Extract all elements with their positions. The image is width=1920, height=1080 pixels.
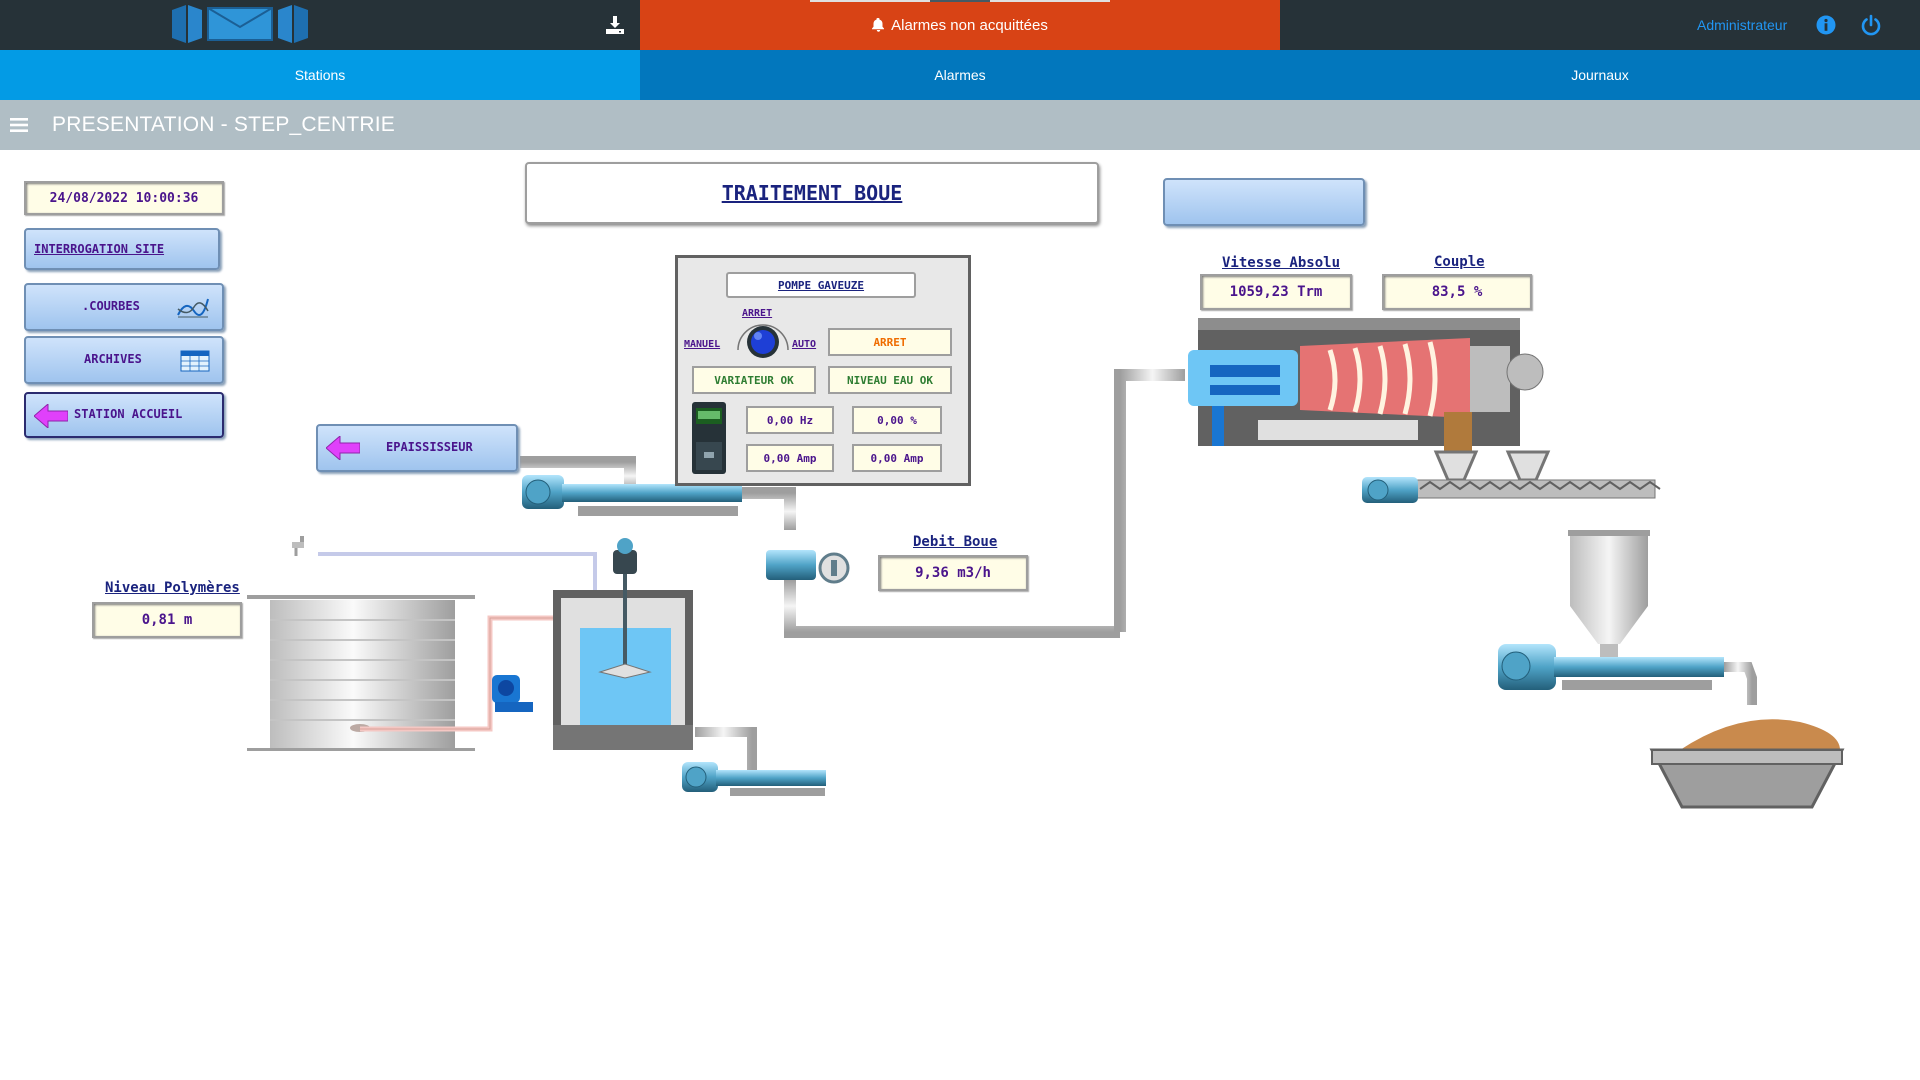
arrow-left-icon xyxy=(34,404,68,428)
pump-gaveuze-panel: POMPE GAVEUZE ARRET MANUEL AUTO ARRET VA… xyxy=(675,255,971,486)
courbes-button[interactable]: .COURBES xyxy=(24,283,224,331)
frequency-display: 0,00 Hz xyxy=(746,406,834,434)
alarm-banner-text: Alarmes non acquittées xyxy=(891,16,1048,34)
tab-stations[interactable]: Stations xyxy=(0,50,640,100)
table-icon xyxy=(180,350,210,372)
process-diagram xyxy=(247,318,1845,809)
couple-label: Couple xyxy=(1434,254,1485,270)
main-nav: Stations Alarmes Journaux xyxy=(0,50,1920,100)
selector-stop-label: ARRET xyxy=(742,308,773,319)
interrogation-site-button[interactable]: INTERROGATION SITE xyxy=(24,228,220,270)
current-display-1: 0,00 Amp xyxy=(746,444,834,472)
debit-boue-value: 9,36 m3/h xyxy=(878,555,1028,591)
station-accueil-button[interactable]: STATION ACCUEIL xyxy=(24,392,224,438)
niveau-polymeres-value: 0,81 m xyxy=(92,602,242,638)
variator-drive-icon xyxy=(692,402,726,474)
variator-status: VARIATEUR OK xyxy=(692,366,816,394)
page-title: PRESENTATION - STEP_CENTRIE xyxy=(52,113,395,136)
mixing-tank xyxy=(553,538,693,750)
blank-indicator-button[interactable] xyxy=(1163,178,1365,226)
top-bar: Alarmes non acquittées Administrateur xyxy=(0,0,1920,50)
pump-panel-title-box: POMPE GAVEUZE xyxy=(726,272,916,298)
selector-manual-label: MANUEL xyxy=(684,339,721,350)
selector-auto-label: AUTO xyxy=(792,339,817,350)
feed-pump-bottom xyxy=(682,762,842,796)
user-name-link[interactable]: Administrateur xyxy=(1697,17,1788,33)
transfer-pump-right xyxy=(1498,644,1757,705)
courbes-label: .COURBES xyxy=(82,299,140,313)
debit-boue-label: Debit Boue xyxy=(913,534,998,550)
water-tap xyxy=(292,536,304,556)
couple-value: 83,5 % xyxy=(1382,274,1532,310)
tab-alarmes[interactable]: Alarmes xyxy=(934,67,986,83)
dosing-pump xyxy=(492,675,533,712)
company-logo xyxy=(172,5,308,43)
datetime-display: 24/08/2022 10:00:36 xyxy=(24,181,224,215)
vitesse-label: Vitesse Absolu xyxy=(1222,255,1341,271)
epaississeur-label: EPAISSISSEUR xyxy=(386,440,473,454)
water-level-status: NIVEAU EAU OK xyxy=(828,366,952,394)
unacknowledged-alarms-banner[interactable]: Alarmes non acquittées xyxy=(640,0,1280,50)
niveau-polymeres-label: Niveau Polymères xyxy=(105,580,240,596)
vitesse-value: 1059,23 Trm xyxy=(1200,274,1352,310)
hamburger-menu-icon[interactable] xyxy=(10,117,28,133)
download-icon[interactable] xyxy=(605,15,625,35)
sludge-hopper xyxy=(1568,530,1650,666)
process-synoptic: 24/08/2022 10:00:36 INTERROGATION SITE .… xyxy=(0,150,1920,1080)
archives-label: ARCHIVES xyxy=(84,352,142,366)
sludge-skip xyxy=(1649,719,1845,809)
arrow-left-icon xyxy=(326,436,360,460)
percent-display: 0,00 % xyxy=(852,406,942,434)
polymer-tank xyxy=(247,595,475,751)
power-icon[interactable] xyxy=(1860,14,1882,36)
bell-icon xyxy=(872,18,885,32)
banner-progress-strip xyxy=(810,0,1110,2)
screw-conveyor xyxy=(1362,450,1661,528)
current-display-2: 0,00 Amp xyxy=(852,444,942,472)
tab-journaux[interactable]: Journaux xyxy=(1571,67,1629,83)
pump-state-display: ARRET xyxy=(828,328,952,356)
page-title-bar: PRESENTATION - STEP_CENTRIE xyxy=(0,100,1920,150)
station-accueil-label: STATION ACCUEIL xyxy=(74,407,183,421)
synoptic-title-box: TRAITEMENT BOUE xyxy=(525,162,1099,224)
pump-panel-title: POMPE GAVEUZE xyxy=(777,278,865,292)
epaississeur-button[interactable]: EPAISSISSEUR xyxy=(316,424,518,472)
curves-chart-icon xyxy=(177,298,209,318)
feed-pump-top xyxy=(522,475,796,530)
control-valve xyxy=(766,530,850,584)
mode-selector-knob[interactable] xyxy=(734,320,792,360)
centrifuge-decanter xyxy=(1188,318,1544,462)
info-icon[interactable] xyxy=(1816,15,1836,35)
synoptic-title: TRAITEMENT BOUE xyxy=(721,181,903,205)
archives-button[interactable]: ARCHIVES xyxy=(24,336,224,384)
